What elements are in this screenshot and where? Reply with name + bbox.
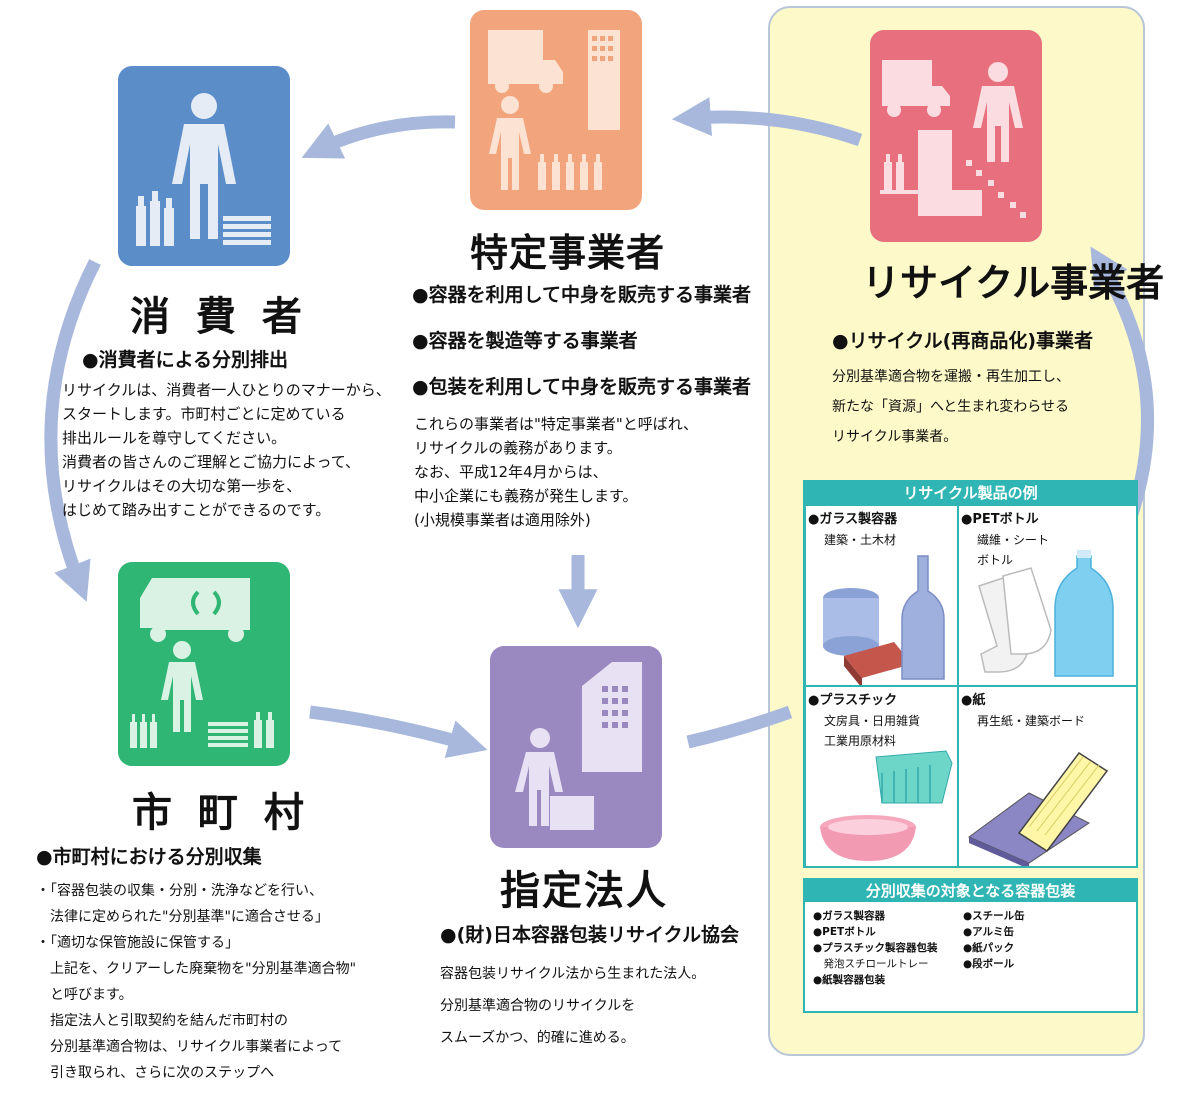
consumer-text: リサイクルは、消費者一人ひとりのマナーから、 スタートします。市町村ごとに定めて… [62,381,391,519]
collection-list-right: ●スチール缶 ●アルミ缶 ●紙パック ●段ボール [963,910,1025,970]
product-cell-paper: ●紙 再生紙・建築ボード [959,687,1136,866]
product-cell-plastic: ●プラスチック 文房具・日用雑貨 工業用原材料 [806,687,957,866]
collection-targets-header: 分別収集の対象となる容器包装 [805,880,1136,902]
product-plastic-title: ●プラスチック [808,693,898,708]
recycler-title: リサイクル事業者 [862,261,1165,305]
business-text: これらの事業者は"特定事業者"と呼ばれ、 リサイクルの義務があります。 なお、平… [414,415,698,529]
consumer-heading: ●消費者による分別排出 [82,349,289,371]
product-cell-pet: ●PETボトル 繊維・シート ボトル [959,506,1136,685]
designated-title: 指定法人 [500,868,668,914]
designated-text: 容器包装リサイクル法から生まれた法人。 分別基準適合物のリサイクルを スムーズか… [440,966,706,1046]
plastic-products-icon [820,750,953,861]
municipality-text: ・「容器包装の収集・分別・洗浄などを行い、 法律に定められた"分別基準"に適合さ… [36,883,357,1081]
collection-targets-box: 分別収集の対象となる容器包装 ●ガラス製容器 ●PETボトル ●プラスチック製容… [803,878,1138,1013]
business-bullet-3: ●包装を利用して中身を販売する事業者 [412,376,752,398]
paper-products-icon [968,751,1109,866]
consumer-tile [118,66,290,266]
business-bullet-2: ●容器を製造等する事業者 [412,330,638,352]
municipality-heading: ●市町村における分別収集 [36,846,262,868]
consumer-title: 消 費 者 [130,294,308,340]
business-title: 特定事業者 [470,231,666,275]
designated-tile [490,646,662,848]
recycled-products-box: リサイクル製品の例 ●ガラス製容器 建築・土木材 ●PETボトル 繊維・シート … [803,480,1138,868]
arrow-municipality-to-designated [309,705,488,758]
product-plastic-desc: 文房具・日用雑貨 工業用原材料 [824,714,921,748]
product-glass-desc: 建築・土木材 [824,533,897,547]
product-pet-desc: 繊維・シート ボトル [977,533,1050,567]
product-glass-title: ●ガラス製容器 [808,512,898,527]
business-tile [470,10,642,210]
product-paper-title: ●紙 [961,693,986,708]
recycler-tile [870,30,1042,242]
pet-products-icon [978,550,1114,677]
recycled-products-header: リサイクル製品の例 [805,482,1136,504]
glass-products-icon [823,555,945,685]
recycler-heading: ●リサイクル(再商品化)事業者 [832,330,1093,352]
designated-heading: ●(財)日本容器包装リサイクル協会 [440,924,739,946]
product-cell-glass: ●ガラス製容器 建築・土木材 [806,506,957,685]
product-paper-desc: 再生紙・建築ボード [977,714,1086,728]
municipality-tile [118,562,290,766]
collection-list-left: ●ガラス製容器 ●PETボトル ●プラスチック製容器包装 発泡スチロールトレー … [813,910,938,986]
arrow-business-to-consumer [301,115,456,159]
municipality-title: 市 町 村 [132,790,310,836]
business-bullet-1: ●容器を利用して中身を販売する事業者 [412,284,752,306]
product-pet-title: ●PETボトル [961,512,1039,527]
recycler-text: 分別基準適合物を運搬・再生加工し、 新たな「資源」へと生まれ変わらせる リサイク… [832,369,1070,445]
